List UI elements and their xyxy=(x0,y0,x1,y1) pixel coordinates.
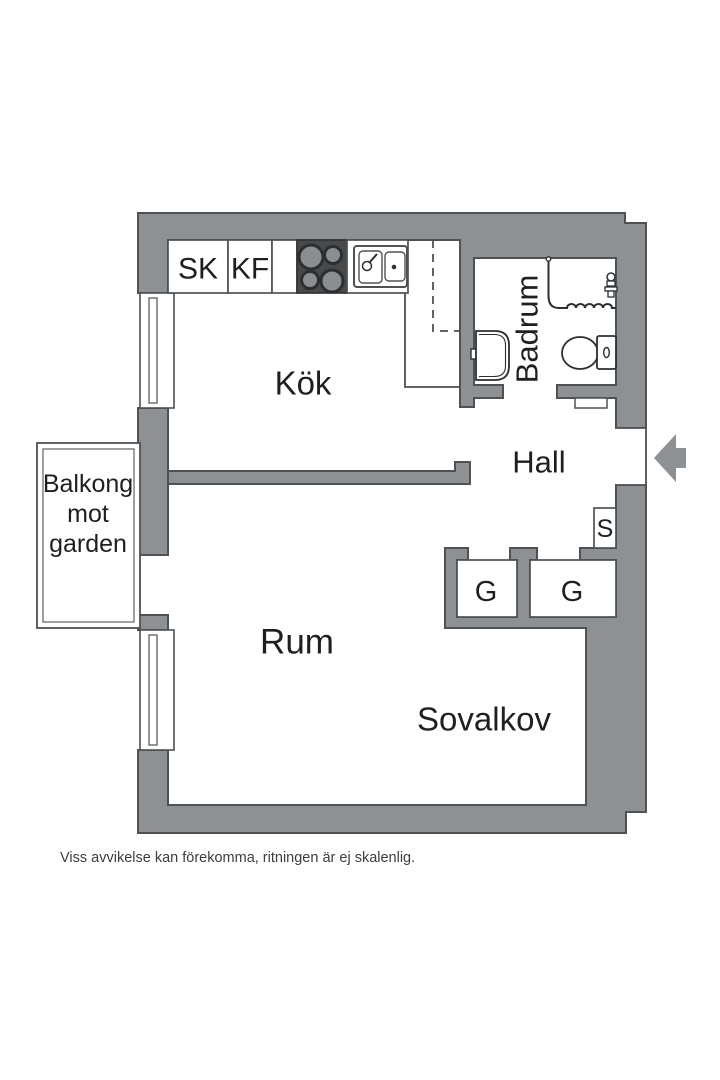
toilet-icon xyxy=(561,335,617,370)
window-upper xyxy=(139,292,175,409)
entry-arrow-icon xyxy=(654,434,686,482)
kitchen-boundary-line xyxy=(404,293,460,388)
room-label-sovalkov: Sovalkov xyxy=(417,701,551,738)
burner-icon xyxy=(323,245,343,265)
closet-s-box xyxy=(593,507,617,549)
room-label-rum: Rum xyxy=(260,623,334,662)
room-label-hall: Hall xyxy=(512,445,565,480)
vent-dashed-line xyxy=(432,240,460,332)
balcony-label-line1: Balkong xyxy=(43,470,133,498)
wall-partition xyxy=(167,461,471,485)
hall-threshold-box xyxy=(574,397,608,409)
stove-icon xyxy=(296,239,348,294)
window-lower xyxy=(139,629,175,751)
label-sk: SK xyxy=(178,253,218,286)
room-label-badrum: Badrum xyxy=(510,275,545,384)
window-lower-pane xyxy=(148,634,158,746)
closet-label-g-left: G xyxy=(475,576,498,608)
wall-main-lower xyxy=(137,484,647,834)
disclaimer-text: Viss avvikelse kan förekomma, ritningen … xyxy=(60,850,415,866)
closet-g-right-box xyxy=(529,559,617,618)
closet-g-left-box xyxy=(456,559,518,618)
burner-icon xyxy=(300,270,320,290)
wall-left-mid xyxy=(137,407,169,556)
shower-fixture-icon xyxy=(604,272,618,298)
balcony-inner-rail xyxy=(42,448,135,623)
drain-icon xyxy=(391,264,397,270)
cabinet-small xyxy=(271,239,298,294)
label-kf: KF xyxy=(231,253,269,286)
faucet-icon xyxy=(361,260,373,272)
entry-opening xyxy=(616,427,647,486)
shower-curtain-line xyxy=(545,256,616,309)
wall-left-stub xyxy=(137,614,169,631)
room-label-kok: Kök xyxy=(275,365,332,402)
balcony-label-line3: garden xyxy=(49,530,127,558)
cabinet-sk xyxy=(167,239,229,294)
closet-label-s: S xyxy=(597,515,614,543)
cabinet-kf xyxy=(227,239,273,294)
balcony-label-line2: mot xyxy=(67,500,109,528)
closet-label-g-right: G xyxy=(561,576,584,608)
kitchen-sink-icon xyxy=(346,239,409,294)
burner-icon xyxy=(297,243,325,271)
bathroom-sink-icon xyxy=(470,330,510,381)
burner-icon xyxy=(319,268,345,294)
window-upper-pane xyxy=(148,297,158,404)
